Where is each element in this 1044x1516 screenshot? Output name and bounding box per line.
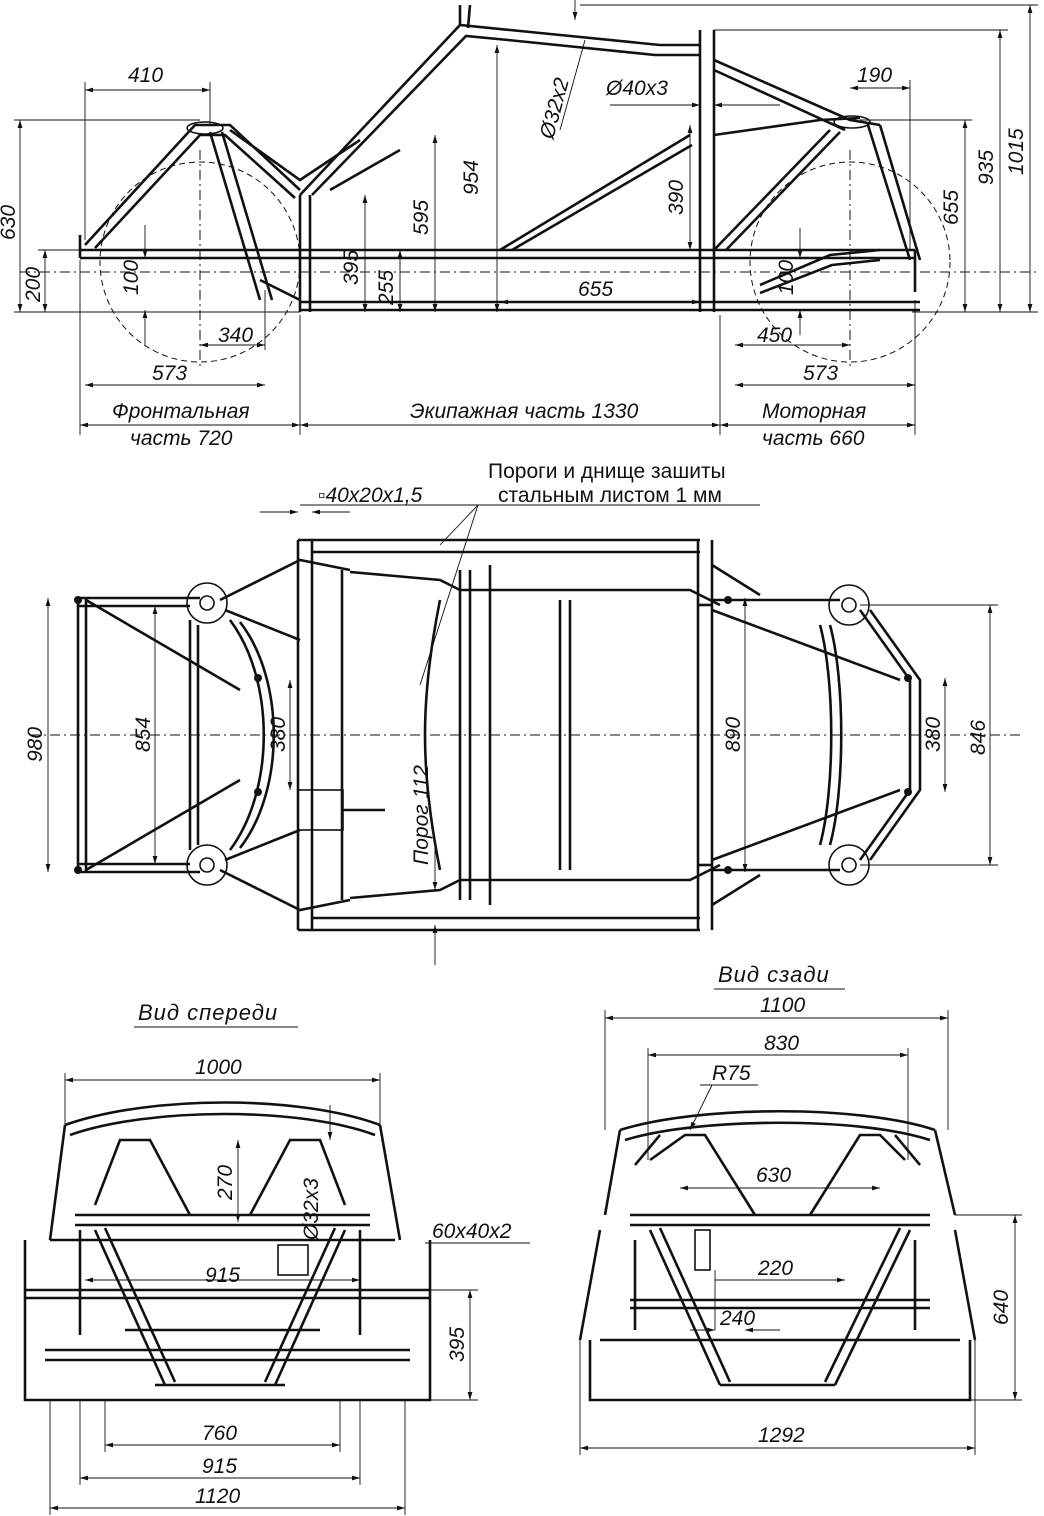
dim-1292: 1292 [758, 1424, 805, 1447]
dim-1100: 1100 [760, 994, 805, 1017]
dim-1120: 1120 [195, 1485, 240, 1508]
dim-655-rear: 655 [940, 190, 963, 225]
dim-630: 630 [0, 205, 20, 240]
dim-pipe-32x3: Ø32x3 [300, 1178, 323, 1241]
dim-r75: R75 [712, 1062, 751, 1085]
dim-pipe-32x2: Ø32x2 [535, 75, 574, 142]
dim-410: 410 [128, 64, 163, 87]
dim-270: 270 [214, 1165, 237, 1201]
dim-200: 200 [22, 267, 45, 303]
dim-595: 595 [410, 200, 433, 235]
front-view: Вид спереди [23, 1000, 530, 1515]
top-note-line1: Пороги и днище зашиты [488, 460, 726, 483]
section-motor-line1: Моторная [762, 400, 866, 423]
front-view-title: Вид спереди [138, 1000, 278, 1025]
dim-100-front: 100 [120, 260, 143, 295]
dim-854: 854 [132, 717, 155, 752]
dim-915-upper: 915 [205, 1264, 240, 1287]
top-profile: ▫40x20x1,5 [318, 484, 423, 507]
dim-573-front: 573 [152, 362, 187, 385]
dim-100-rear: 100 [775, 260, 798, 295]
dim-1000: 1000 [195, 1056, 242, 1079]
dim-915-lower: 915 [202, 1455, 237, 1478]
dim-450: 450 [757, 324, 792, 347]
rear-view: Вид сзади [578, 962, 1022, 1455]
top-view: Пороги и днище зашиты стальным листом 1 … [24, 460, 1020, 965]
dim-395-front: 395 [446, 1327, 469, 1362]
dim-390: 390 [665, 180, 688, 215]
dim-655-crew: 655 [578, 278, 613, 301]
dim-1015: 1015 [1005, 128, 1028, 175]
dim-980: 980 [24, 727, 47, 762]
dim-890: 890 [722, 717, 745, 752]
rear-view-title: Вид сзади [718, 962, 830, 987]
dim-846: 846 [967, 720, 990, 755]
sill-label: Порог 112 [410, 765, 433, 865]
dim-573-rear: 573 [803, 362, 838, 385]
dim-830: 830 [764, 1032, 799, 1055]
section-motor-line2: часть 660 [762, 427, 865, 450]
dim-220: 220 [757, 1257, 793, 1280]
top-note-line2: стальным листом 1 мм [498, 484, 722, 507]
dim-760: 760 [202, 1422, 237, 1445]
dim-630-rear: 630 [756, 1164, 791, 1187]
dim-60x40x2: 60x40x2 [432, 1220, 512, 1243]
section-front-line1: Фронтальная [112, 400, 250, 423]
section-crew: Экипажная часть 1330 [410, 400, 639, 423]
dim-935: 935 [975, 150, 998, 185]
dim-255: 255 [375, 270, 398, 306]
dim-954: 954 [460, 160, 483, 195]
side-view: 410 190 630 200 100 340 573 395 255 595 … [0, 0, 1040, 450]
section-front-line2: часть 720 [130, 427, 233, 450]
dim-190: 190 [857, 64, 892, 87]
dim-640: 640 [990, 1290, 1013, 1325]
dim-380-rear: 380 [922, 717, 945, 752]
dim-240: 240 [719, 1307, 755, 1330]
dim-pipe-40x3: Ø40x3 [605, 77, 668, 100]
dim-380-front: 380 [267, 717, 290, 752]
dim-395: 395 [340, 250, 363, 285]
dim-340: 340 [218, 324, 253, 347]
